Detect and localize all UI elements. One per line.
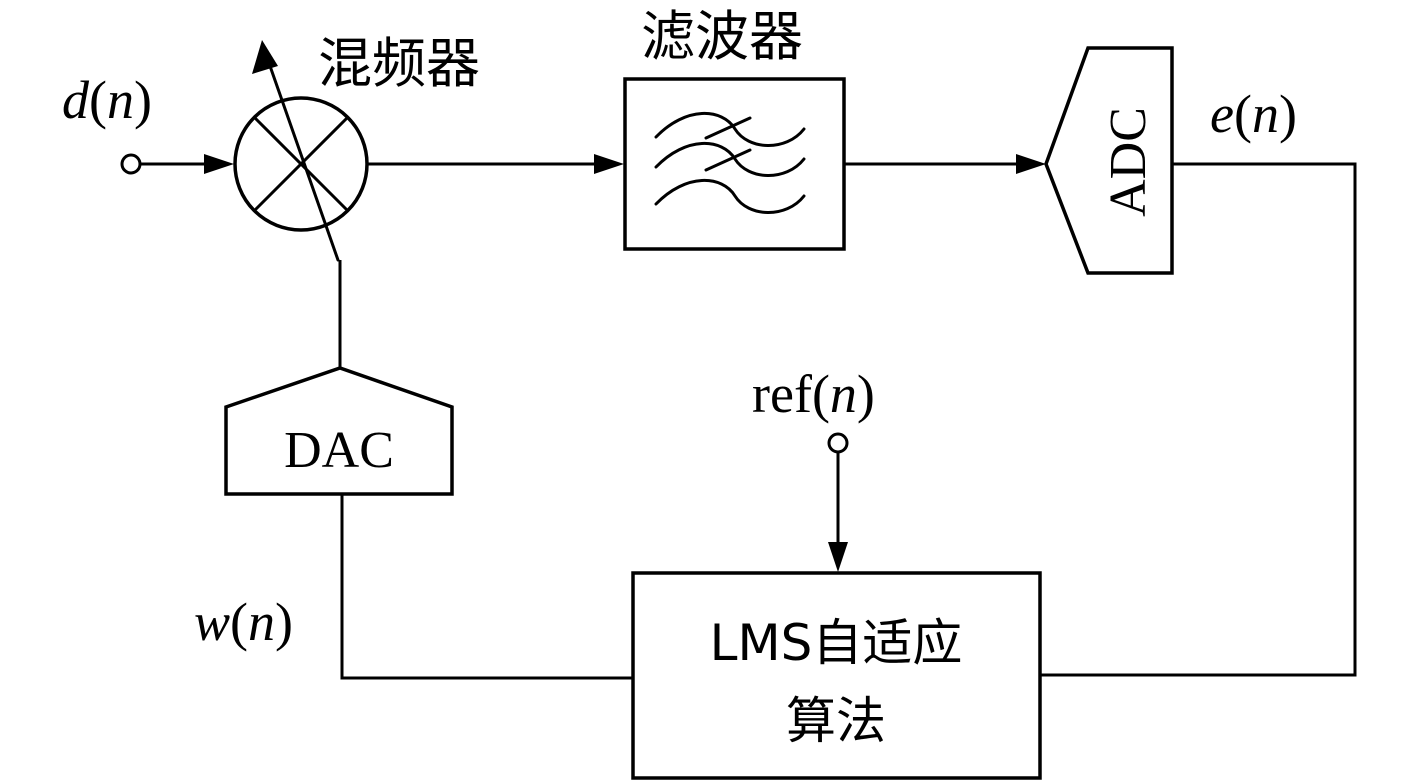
- label-d-n: d(n): [62, 70, 152, 130]
- mixer-label: 混频器: [318, 32, 480, 95]
- dac-block: [224, 366, 454, 496]
- arrow-into-lms: [828, 542, 848, 572]
- wire-lms-to-dac: [340, 494, 633, 680]
- filter-label: 滤波器: [641, 5, 803, 68]
- input-terminal-ref: [827, 432, 849, 454]
- filter-waves-icon: [654, 111, 806, 214]
- label-e-n: e(n): [1210, 84, 1297, 144]
- adc-block: [1044, 46, 1174, 275]
- dac-label: DAC: [284, 422, 394, 479]
- label-ref-n: ref(n): [752, 364, 875, 424]
- wire-adc-to-lms: [1040, 162, 1357, 677]
- arrow-into-adc: [1016, 154, 1046, 174]
- mixer-symbol: [233, 40, 369, 262]
- adc-label: ADC: [1100, 107, 1157, 217]
- label-w-n: w(n): [194, 592, 293, 652]
- arrow-into-filter: [594, 154, 624, 174]
- lms-block: [631, 571, 1042, 780]
- lms-label-line1: LMS自适应: [710, 614, 963, 672]
- arrow-into-mixer: [204, 154, 234, 174]
- lms-label-line2: 算法: [786, 692, 886, 750]
- input-terminal-d: [120, 153, 142, 175]
